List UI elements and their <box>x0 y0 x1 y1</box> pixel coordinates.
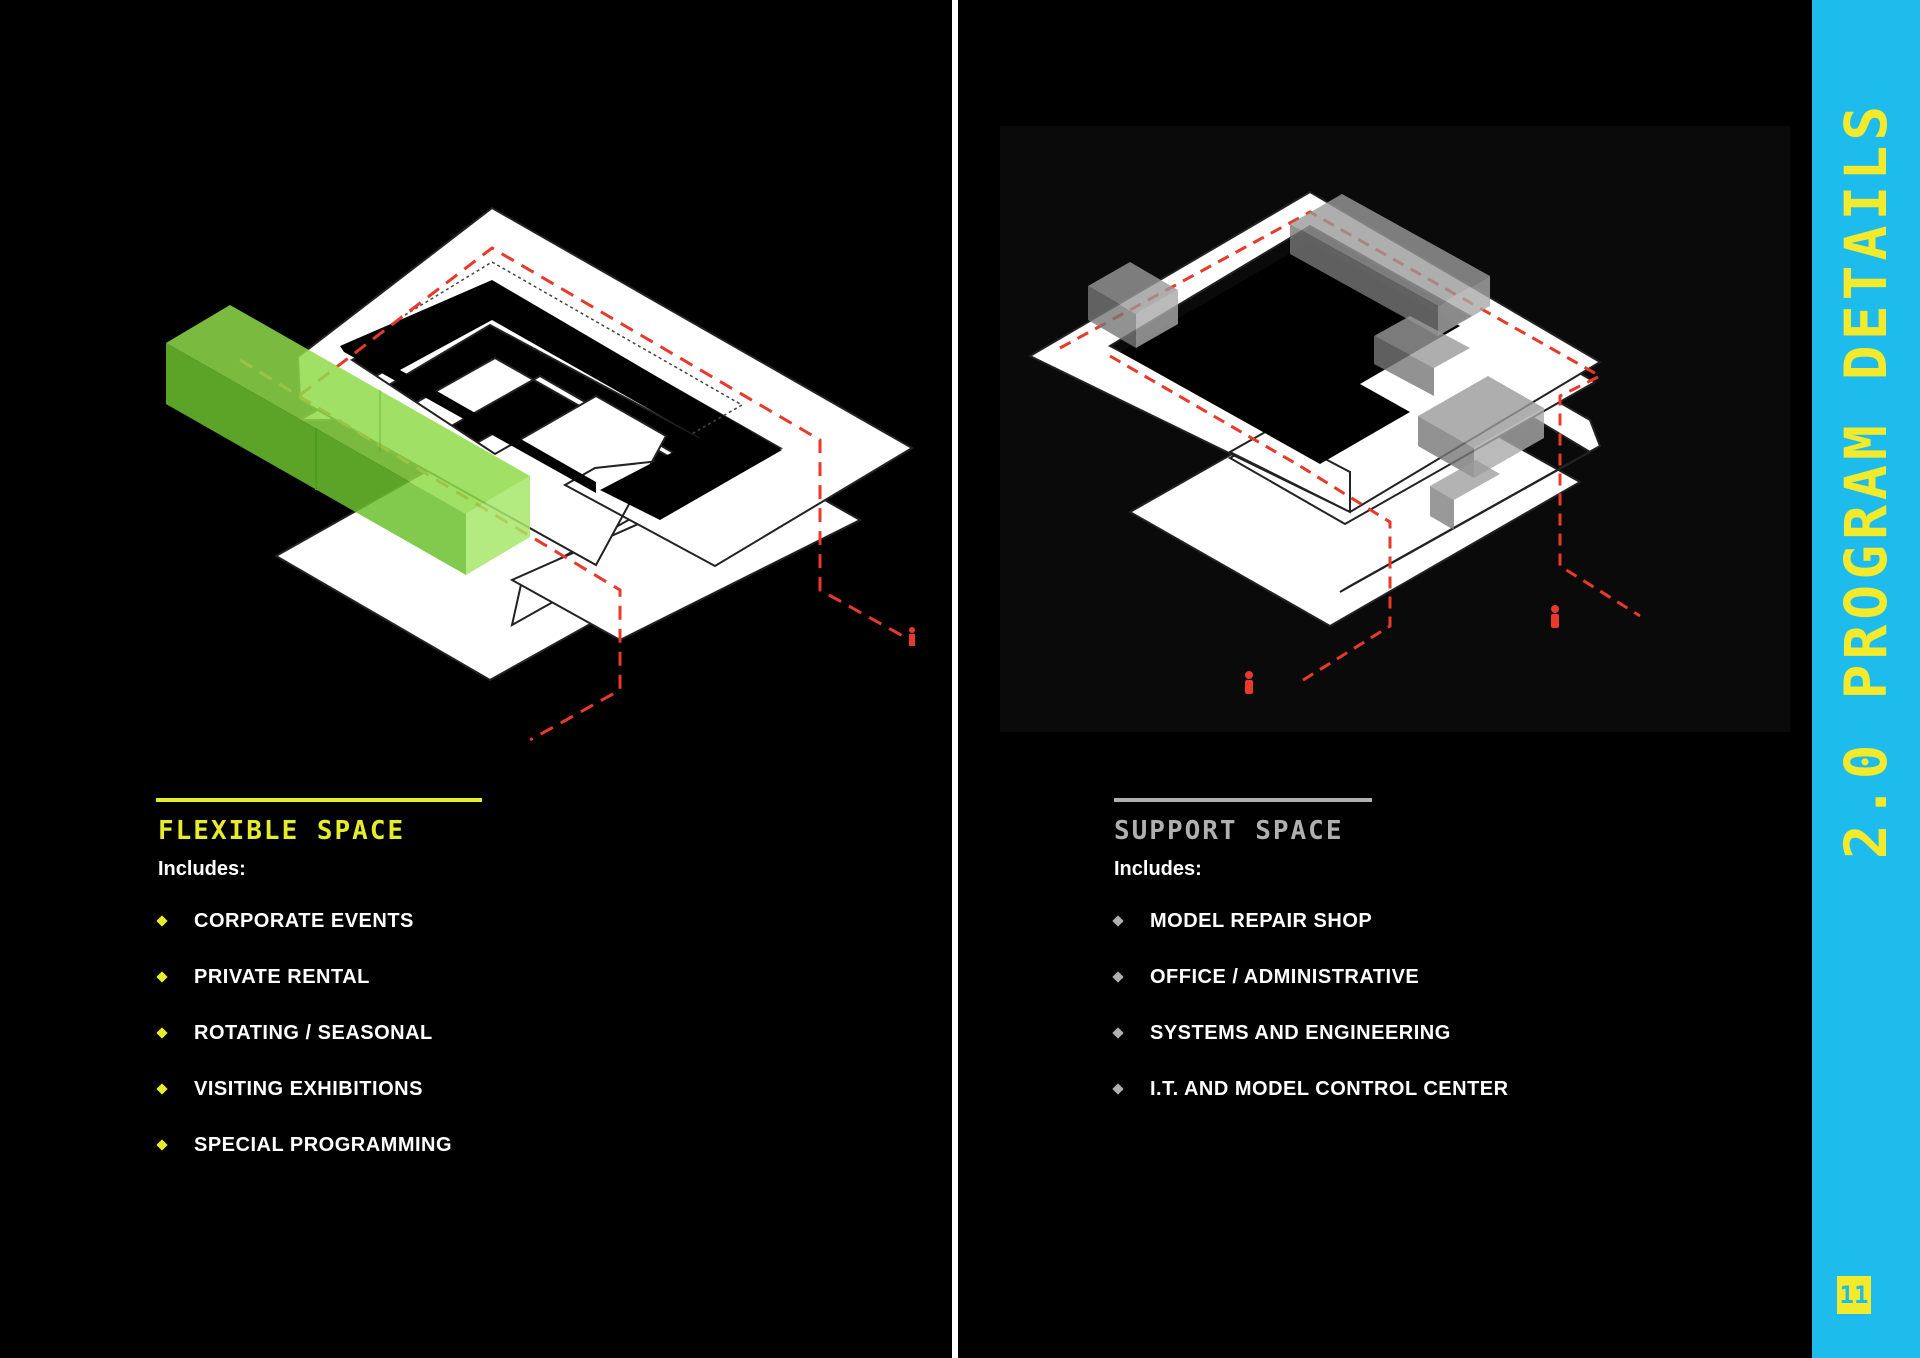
diamond-bullet-icon <box>156 971 168 983</box>
circulation-path <box>1059 210 1641 618</box>
person-icon <box>909 627 915 646</box>
circulation-path <box>299 246 911 642</box>
courtyard-void <box>340 280 782 520</box>
page-number: 11 <box>1837 1276 1871 1314</box>
page-divider <box>952 0 958 1358</box>
diamond-bullet-icon <box>156 1027 168 1039</box>
support-space-axonometric-diagram <box>1027 190 1641 694</box>
section-sidebar <box>1812 0 1920 1358</box>
support-volume <box>1418 376 1544 478</box>
section-title-text: 2.0 PROGRAM DETAILS <box>1832 100 1900 860</box>
right-page: SUPPORT SPACE Includes: MODEL REPAIR SHO… <box>958 0 1812 1358</box>
diamond-bullet-icon <box>1112 1027 1124 1039</box>
support-space-heading: SUPPORT SPACE <box>1114 816 1344 846</box>
flexible-space-rule <box>156 798 482 802</box>
diamond-bullet-icon <box>156 915 168 927</box>
support-volume <box>1430 460 1500 530</box>
person-icon <box>1245 671 1253 694</box>
diamond-bullet-icon <box>1112 971 1124 983</box>
flexible-space-axonometric-diagram <box>166 206 915 742</box>
diamond-bullet-icon <box>156 1083 168 1095</box>
diamond-bullet-icon <box>1112 1083 1124 1095</box>
flexible-volume-top <box>166 305 530 514</box>
flexible-space-heading: FLEXIBLE SPACE <box>158 816 406 846</box>
diamond-bullet-icon <box>156 1139 168 1151</box>
support-includes-label: Includes: <box>1114 858 1202 880</box>
flexible-includes-label: Includes: <box>158 858 246 880</box>
diamond-bullet-icon <box>1112 915 1124 927</box>
support-volume <box>1088 262 1178 348</box>
support-volume <box>1290 194 1490 336</box>
left-page: FLEXIBLE SPACE Includes: CORPORATE EVENT… <box>0 0 952 1358</box>
flexible-volume-side <box>466 476 530 575</box>
section-title: 2.0 PROGRAM DETAILS <box>1812 0 1920 880</box>
support-space-rule <box>1114 798 1372 802</box>
support-volume <box>1374 316 1470 396</box>
person-icon <box>1551 605 1559 628</box>
